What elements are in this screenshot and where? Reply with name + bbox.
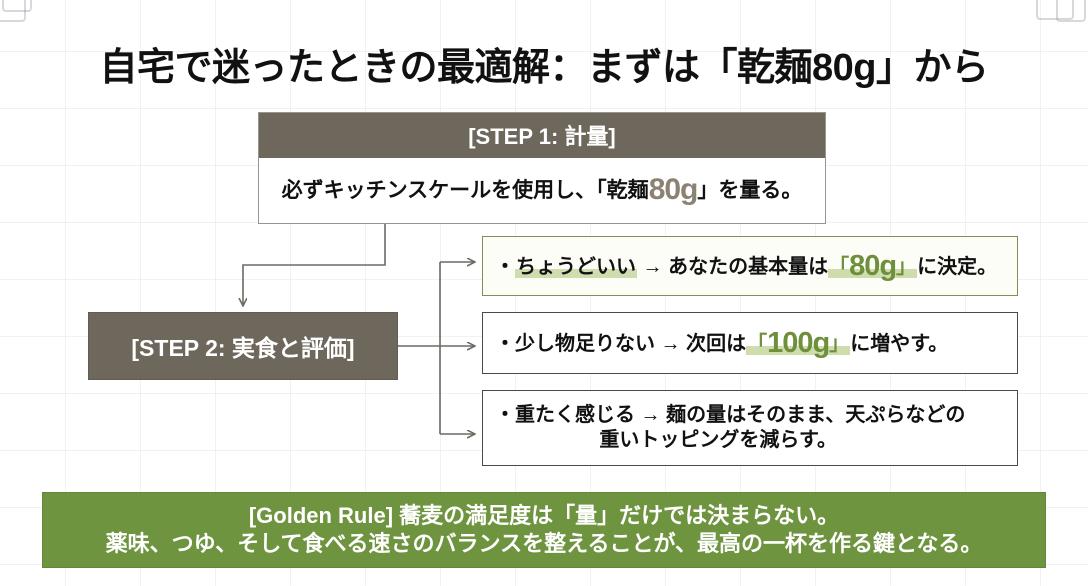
golden-rule-banner: [Golden Rule] 蕎麦の満足度は「量」だけでは決まらない。 薬味、つゆ… — [42, 492, 1046, 568]
corner-registration-mark-icon — [2, 0, 32, 12]
outcome-box-not-enough: ・少し物足りない → 次回は「100g」に増やす。 — [482, 312, 1018, 374]
outcome-1-text: ・少し物足りない → 次回は「100g」に増やす。 — [495, 327, 948, 360]
step1-header-label: [STEP 1: 計量] — [259, 113, 825, 158]
outcome-2-line1: 麺の量はそのまま、天ぷらなどの — [666, 404, 966, 427]
step1-amount: 80g — [648, 173, 699, 206]
step1-body-text: 必ずキッチンスケールを使用し、「乾麺80g」を量る。 — [259, 158, 825, 223]
outcome-2-arrow: → — [635, 404, 667, 427]
outcome-1-bullet: ・ — [495, 332, 515, 355]
step2-box: [STEP 2: 実食と評価] — [88, 312, 398, 380]
outcome-0-arrow: → — [637, 255, 669, 278]
outcome-0-result-prefix: あなたの基本量は — [668, 255, 829, 278]
page-title: 自宅で迷ったときの最適解：まずは「乾麺80g」から — [99, 47, 989, 89]
outcome-0-bullet: ・ — [495, 255, 515, 278]
outcome-1-quote-open: 「 — [747, 332, 768, 355]
outcome-box-good: ・ちょうどいい → あなたの基本量は「80g」に決定。 — [482, 236, 1018, 296]
outcome-1-arrow: → — [655, 332, 687, 355]
outcome-2-text: ・重たく感じる → 麺の量はそのまま、天ぷらなどの重いトッピングを減らす。 — [495, 403, 965, 453]
outcome-0-quote-close: 」 — [896, 255, 917, 278]
outcome-0-condition: ちょうどいい — [515, 255, 637, 278]
corner-registration-mark-icon — [1036, 0, 1074, 20]
golden-rule-line-1: [Golden Rule] 蕎麦の満足度は「量」だけでは決まらない。 — [248, 502, 840, 528]
outcome-1-result-suffix: に増やす。 — [850, 332, 949, 355]
step1-body-suffix: 」を量る。 — [697, 179, 803, 202]
step1-card: [STEP 1: 計量] 必ずキッチンスケールを使用し、「乾麺80g」を量る。 — [258, 112, 826, 224]
outcome-2-line2: 重いトッピングを減らす。 — [599, 429, 837, 451]
outcome-2-bullet: ・ — [495, 404, 515, 427]
outcome-box-too-heavy: ・重たく感じる → 麺の量はそのまま、天ぷらなどの重いトッピングを減らす。 — [482, 390, 1018, 466]
outcome-1-condition: 少し物足りない — [515, 332, 655, 355]
step2-label: [STEP 2: 実食と評価] — [131, 335, 355, 361]
outcome-0-text: ・ちょうどいい → あなたの基本量は「80g」に決定。 — [495, 250, 997, 283]
step1-body-prefix: 必ずキッチンスケールを使用し、「乾麺 — [281, 179, 649, 202]
golden-rule-line-2: 薬味、つゆ、そして食べる速さのバランスを整えることが、最高の一杯を作る鍵となる。 — [105, 531, 983, 556]
outcome-0-amount: 80g — [849, 249, 897, 282]
outcome-1-result-prefix: 次回は — [686, 332, 747, 355]
outcome-1-amount: 100g — [767, 326, 830, 359]
corner-registration-mark-icon — [0, 0, 26, 22]
outcome-0-quote-open: 「 — [829, 255, 850, 278]
outcome-2-condition: 重たく感じる — [515, 404, 635, 427]
outcome-0-result-suffix: に決定。 — [917, 255, 998, 278]
outcome-1-quote-close: 」 — [829, 332, 850, 355]
corner-registration-mark-icon — [1056, 0, 1086, 22]
